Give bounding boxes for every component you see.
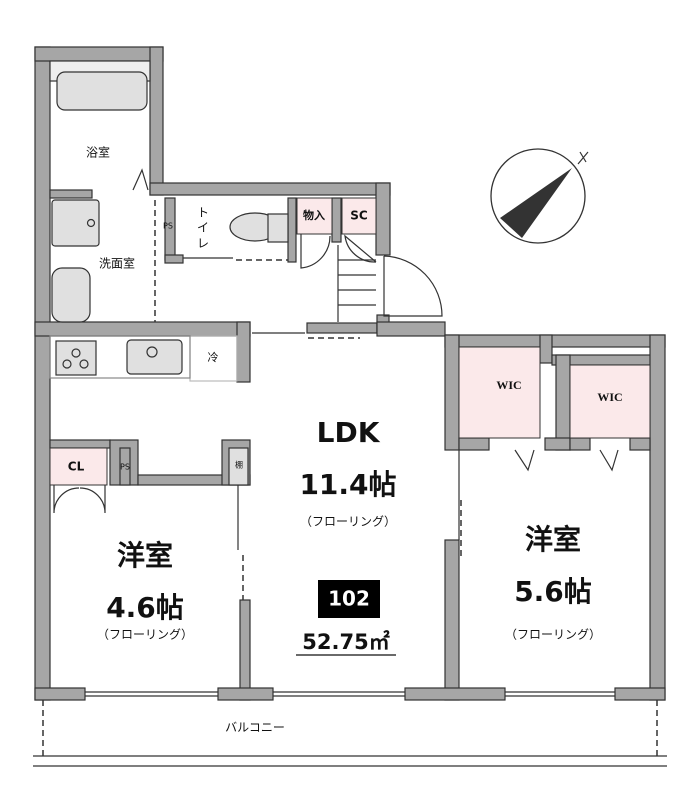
ldk-size: 11.4帖 [299, 468, 396, 501]
toilet-label-2: イ [197, 221, 209, 235]
bath-door [132, 168, 149, 191]
western-right-label: 洋室 [525, 523, 581, 556]
western-right-size: 5.6帖 [514, 575, 592, 608]
ps-bottom-label: PS [120, 463, 130, 472]
western-left-size: 4.6帖 [106, 591, 184, 624]
ldk-floor: （フローリング） [300, 515, 396, 529]
bathtub-icon [56, 71, 148, 111]
closet-door [53, 485, 106, 514]
shoe-closet-area [341, 197, 377, 235]
storage-area [296, 197, 333, 235]
fridge-label: 冷 [208, 351, 219, 364]
unit-number: 102 [328, 587, 370, 611]
shoe-closet-label: SC [350, 209, 368, 223]
western-left-label: 洋室 [117, 539, 173, 572]
north-arrow-icon [490, 148, 589, 244]
western-left-floor: （フローリング） [97, 628, 193, 642]
closet-area [49, 447, 108, 486]
washbasin-icon [51, 267, 91, 323]
unit-area: 52.75㎡ [302, 630, 389, 654]
wic-right-label: WIC [597, 390, 622, 404]
storage-door [300, 234, 331, 269]
western-right-floor: （フローリング） [505, 628, 601, 642]
walls [34, 46, 666, 701]
wic-doors [514, 449, 619, 472]
unit-number-badge [318, 580, 380, 618]
wic-right-area [569, 364, 651, 439]
bath-label: 浴室 [86, 145, 110, 160]
fixtures [49, 60, 376, 382]
wic-left-area [458, 346, 541, 439]
shower-icon [51, 199, 100, 247]
toilet-label-3: レ [197, 237, 209, 251]
shoe-closet-door [344, 234, 377, 263]
entrance-door [383, 255, 443, 317]
balcony-label: バルコニー [225, 721, 285, 735]
storage-label: 物入 [303, 208, 325, 222]
ldk-label: LDK [317, 416, 381, 449]
shelf-label: 棚 [235, 460, 243, 470]
stove-icon [55, 340, 97, 376]
wic-left-label: WIC [496, 378, 521, 392]
balcony [33, 700, 667, 767]
toilet-label-1: ト [197, 206, 209, 220]
washroom-label: 洗面室 [99, 256, 135, 271]
doors[interactable] [53, 168, 619, 697]
stairs [337, 245, 376, 322]
closet-label: CL [68, 460, 85, 474]
ps-top-label: PS [163, 222, 173, 231]
